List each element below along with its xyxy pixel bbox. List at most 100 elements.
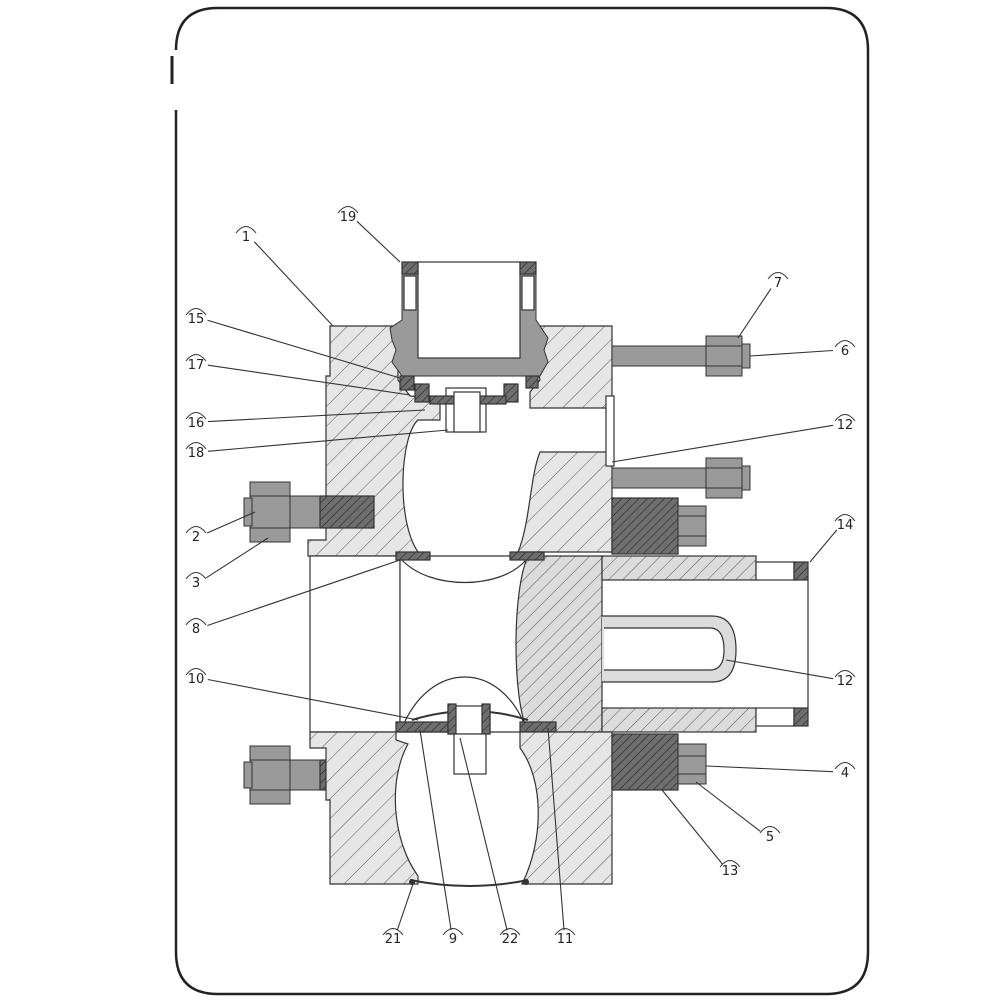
callout-arc bbox=[834, 670, 856, 678]
callout-number: 19 bbox=[340, 210, 357, 225]
callout-c4: 4 bbox=[705, 762, 856, 781]
callout-arc bbox=[382, 928, 404, 936]
callout-arc bbox=[185, 354, 207, 362]
lower-body bbox=[309, 731, 613, 887]
callout-arc bbox=[719, 860, 741, 868]
callout-c11: 11 bbox=[547, 727, 576, 947]
callout-number: 13 bbox=[722, 864, 739, 879]
upper-left-bolt bbox=[243, 481, 375, 543]
callout-c3: 3 bbox=[185, 537, 269, 591]
callout-c12a: 12 bbox=[611, 414, 856, 463]
callout-c22: 22 bbox=[459, 737, 521, 947]
callout-number: 22 bbox=[502, 932, 519, 947]
callout-arc bbox=[185, 526, 207, 534]
callout-leader-line bbox=[207, 319, 401, 379]
middle-housing bbox=[309, 551, 809, 733]
callout-leader-line bbox=[207, 364, 411, 396]
callout-leader-line bbox=[749, 349, 834, 357]
callout-arc bbox=[337, 206, 359, 214]
callout-number: 21 bbox=[385, 932, 402, 947]
callout-arc bbox=[499, 928, 521, 936]
callout-number: 1 bbox=[242, 230, 250, 245]
callout-arc bbox=[834, 414, 856, 422]
callout-number: 11 bbox=[557, 932, 574, 947]
callout-leader-line bbox=[356, 220, 401, 263]
callout-arc bbox=[185, 668, 207, 676]
callout-arc bbox=[834, 340, 856, 348]
callout-number: 12 bbox=[837, 674, 854, 689]
callout-c15: 15 bbox=[185, 308, 401, 379]
callout-c13: 13 bbox=[661, 789, 741, 879]
callout-c1: 1 bbox=[235, 226, 334, 327]
page-frame bbox=[170, 6, 870, 996]
callout-arc bbox=[442, 928, 464, 936]
callout-c7: 7 bbox=[737, 272, 789, 339]
callout-number: 17 bbox=[188, 358, 205, 373]
callout-arc bbox=[185, 412, 207, 420]
callout-arc bbox=[185, 442, 207, 450]
callout-number: 14 bbox=[837, 518, 854, 533]
callout-leader-line bbox=[611, 424, 834, 463]
callout-leader-line bbox=[205, 537, 269, 579]
callout-arc bbox=[554, 928, 576, 936]
callout-c8: 8 bbox=[185, 559, 401, 637]
callout-c10: 10 bbox=[185, 668, 419, 721]
callout-leader-line bbox=[207, 678, 419, 721]
callout-number: 4 bbox=[841, 766, 849, 781]
upper-right-stud bbox=[611, 335, 751, 377]
callout-number: 6 bbox=[841, 344, 849, 359]
callout-c14: 14 bbox=[809, 514, 856, 563]
callout-leader-line bbox=[459, 737, 508, 931]
callout-arc bbox=[767, 272, 789, 280]
callout-leader-line bbox=[206, 511, 256, 534]
callout-number: 8 bbox=[192, 622, 200, 637]
callout-arc bbox=[834, 762, 856, 770]
callout-leader-line bbox=[207, 559, 401, 626]
callout-number: 3 bbox=[192, 576, 200, 591]
middle-right-stud bbox=[611, 457, 751, 499]
callout-number: 18 bbox=[188, 446, 205, 461]
callout-c2: 2 bbox=[185, 511, 256, 545]
callout-arc bbox=[185, 308, 207, 316]
callout-arc bbox=[235, 226, 257, 234]
callout-number: 16 bbox=[188, 416, 205, 431]
lower-seat-assembly bbox=[395, 703, 557, 775]
callout-arc bbox=[834, 514, 856, 522]
callout-leader-line bbox=[207, 429, 449, 452]
callout-c17: 17 bbox=[185, 354, 411, 396]
callout-c6: 6 bbox=[749, 340, 856, 359]
callout-number: 2 bbox=[192, 530, 200, 545]
callout-leader-line bbox=[695, 781, 761, 832]
callout-leader-line bbox=[207, 409, 426, 423]
callout-c12b: 12 bbox=[725, 659, 856, 689]
callout-number: 9 bbox=[449, 932, 457, 947]
callout-number: 10 bbox=[188, 672, 205, 687]
callout-c5: 5 bbox=[695, 781, 781, 845]
callout-arc bbox=[185, 618, 207, 626]
callout-leader-line bbox=[253, 241, 334, 327]
callout-leader-line bbox=[419, 729, 452, 931]
callout-number: 12 bbox=[837, 418, 854, 433]
callout-leader-line bbox=[661, 789, 723, 865]
callout-leader-line bbox=[547, 727, 565, 931]
upper-seat-assembly bbox=[399, 375, 539, 433]
callout-c9: 9 bbox=[419, 729, 464, 947]
callout-c21: 21 bbox=[382, 883, 414, 947]
callout-c19: 19 bbox=[337, 206, 401, 263]
callout-leader-line bbox=[396, 883, 414, 931]
callout-arc bbox=[759, 826, 781, 834]
callout-leader-line bbox=[737, 288, 772, 339]
callout-number: 15 bbox=[188, 312, 205, 327]
top-fitting bbox=[389, 261, 549, 377]
callout-leader-line bbox=[725, 659, 834, 680]
lower-bonnet-bolt bbox=[611, 733, 707, 791]
callout-arc bbox=[185, 572, 207, 580]
callout-leader-line bbox=[809, 529, 838, 563]
callout-c18: 18 bbox=[185, 429, 449, 461]
upper-bonnet-bolt bbox=[611, 497, 707, 555]
callout-number: 7 bbox=[774, 276, 782, 291]
callout-number: 5 bbox=[766, 830, 774, 845]
callout-leader-line bbox=[705, 765, 834, 773]
